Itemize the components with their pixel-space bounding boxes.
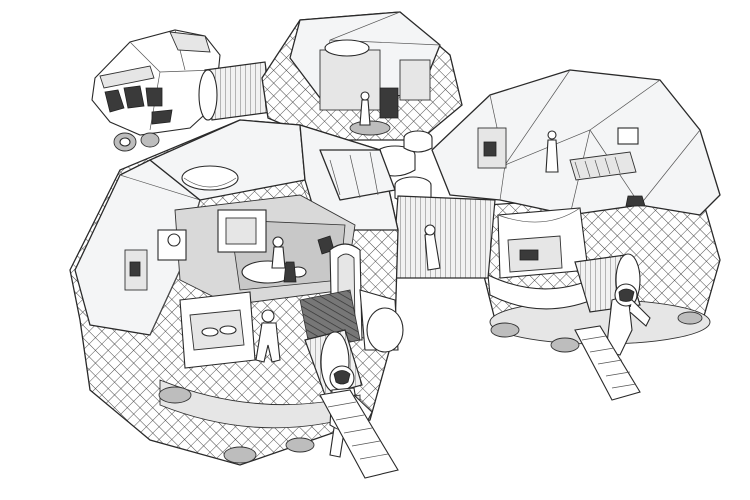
center-corridor-tunnel [391,195,496,279]
main-lab-module [69,119,404,466]
rover-docking-tunnel [198,61,273,121]
upper-center-module [261,11,463,141]
main-airlock-ramp [319,389,399,479]
rover-vehicle [91,29,221,152]
right-living-module [431,69,721,353]
right-airlock-ramp [574,325,641,401]
